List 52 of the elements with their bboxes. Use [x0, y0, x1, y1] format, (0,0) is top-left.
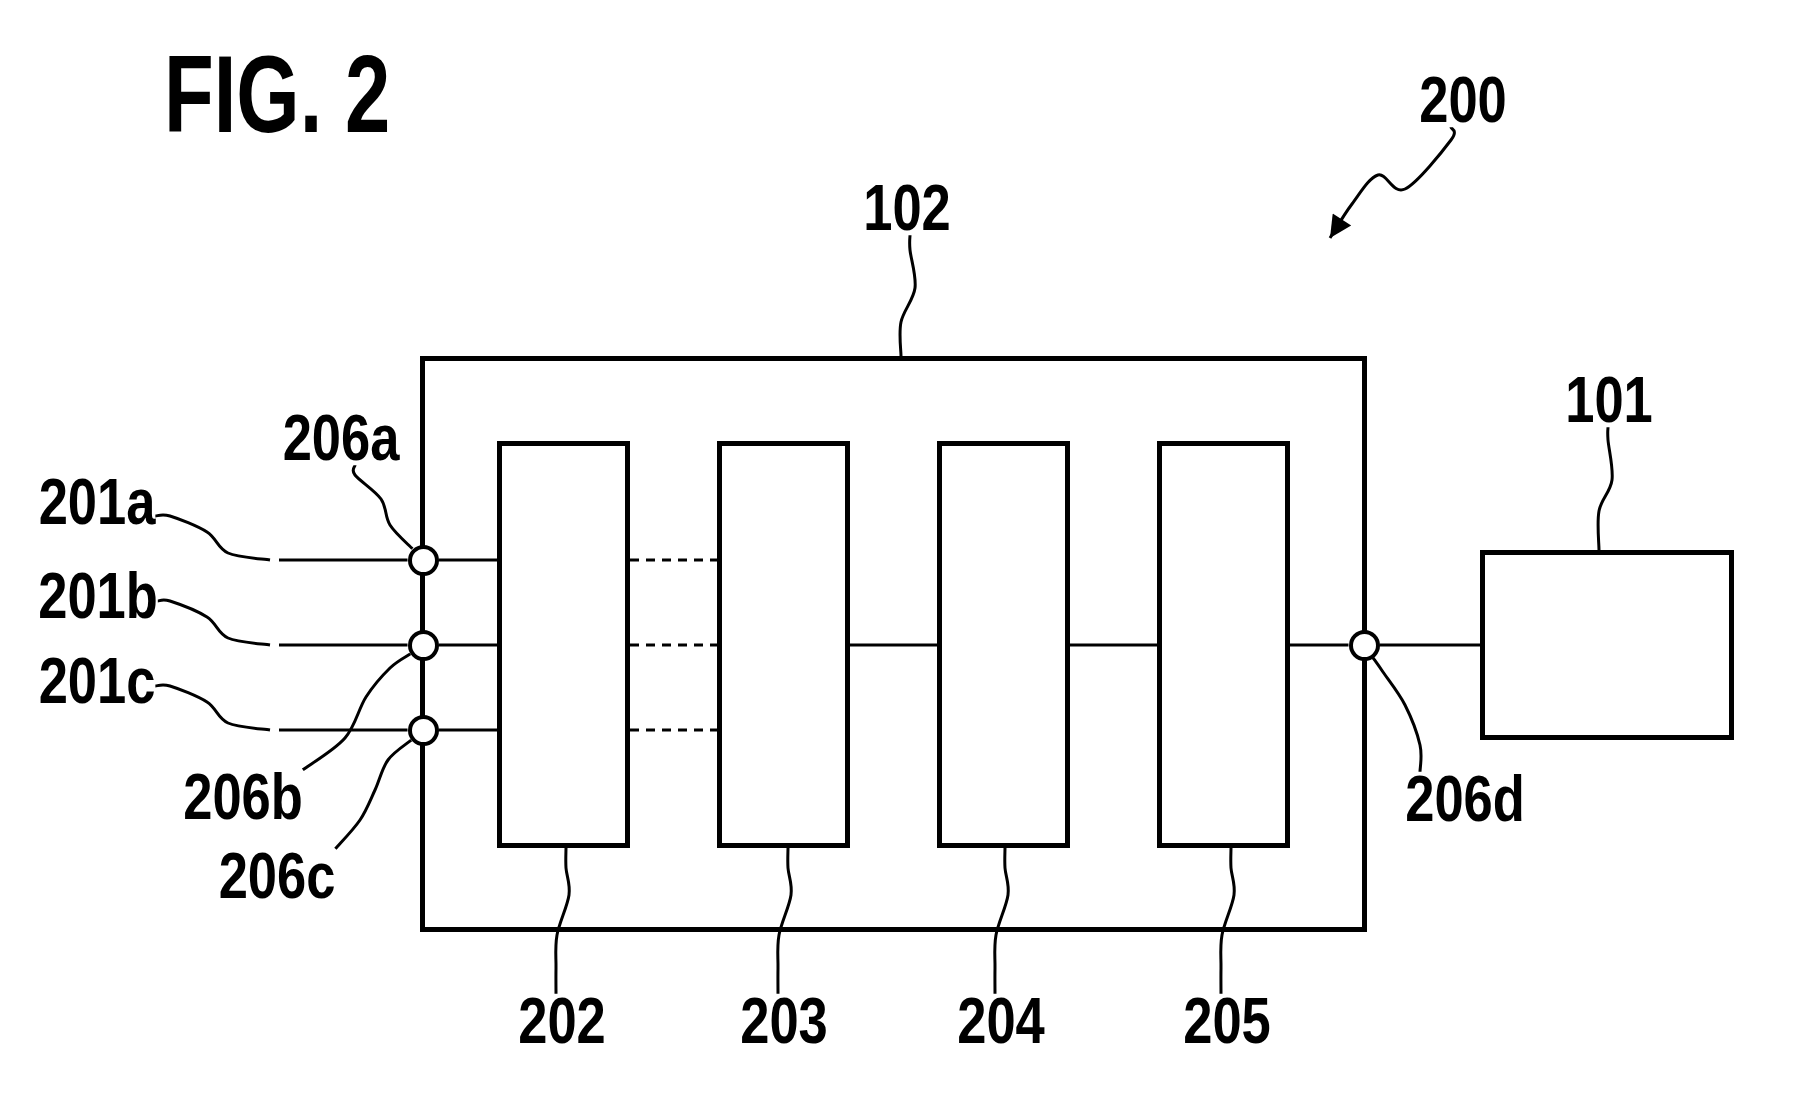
reference-numeral: 102	[863, 180, 951, 236]
reference-numeral: 202	[518, 993, 606, 1049]
wire	[1379, 643, 1480, 647]
figure-title: FIG. 2	[164, 47, 391, 141]
terminal-circle	[1348, 629, 1380, 661]
leader-line	[351, 464, 414, 550]
reference-numeral: 201c	[38, 653, 156, 709]
dashed-wire	[630, 558, 717, 562]
module-block	[497, 441, 630, 848]
module-block	[937, 441, 1070, 848]
enclosure-block	[420, 356, 1367, 932]
leader-arrow	[1328, 126, 1456, 239]
wire	[438, 643, 497, 647]
leader-line	[993, 847, 1010, 994]
wire	[279, 558, 408, 562]
reference-numeral: 101	[1565, 372, 1653, 428]
reference-numeral: 206b	[183, 769, 303, 825]
wire	[850, 643, 937, 647]
leader-line	[301, 652, 412, 772]
dashed-wire	[630, 643, 717, 647]
terminal-circle	[407, 714, 439, 746]
leader-line	[157, 598, 271, 647]
leader-line	[554, 847, 571, 994]
module-block	[1157, 441, 1290, 848]
reference-numeral: 206a	[282, 410, 400, 466]
leader-line	[1596, 427, 1614, 551]
terminal-circle	[407, 544, 439, 576]
module-block	[717, 441, 850, 848]
wire	[1070, 643, 1157, 647]
reference-numeral: 204	[957, 993, 1045, 1049]
terminal-circle	[407, 629, 439, 661]
reference-numeral: 205	[1183, 993, 1271, 1049]
leader-line	[898, 235, 917, 357]
leader-line	[1219, 847, 1236, 994]
reference-numeral: 206d	[1405, 771, 1525, 827]
leader-line	[1371, 656, 1423, 772]
reference-numeral: 203	[740, 993, 828, 1049]
leader-line	[334, 738, 413, 850]
wire	[279, 728, 408, 732]
reference-numeral: 201a	[38, 474, 156, 530]
dashed-wire	[630, 728, 717, 732]
leader-line	[155, 513, 271, 562]
wire	[438, 728, 497, 732]
leader-line	[776, 847, 793, 994]
wire	[1290, 643, 1349, 647]
reference-numeral: 201b	[38, 568, 158, 624]
wire	[279, 643, 408, 647]
wire	[438, 558, 497, 562]
leader-line	[155, 683, 271, 732]
reference-numeral: 200	[1419, 72, 1507, 128]
external-block	[1480, 550, 1734, 740]
reference-numeral: 206c	[218, 848, 336, 904]
